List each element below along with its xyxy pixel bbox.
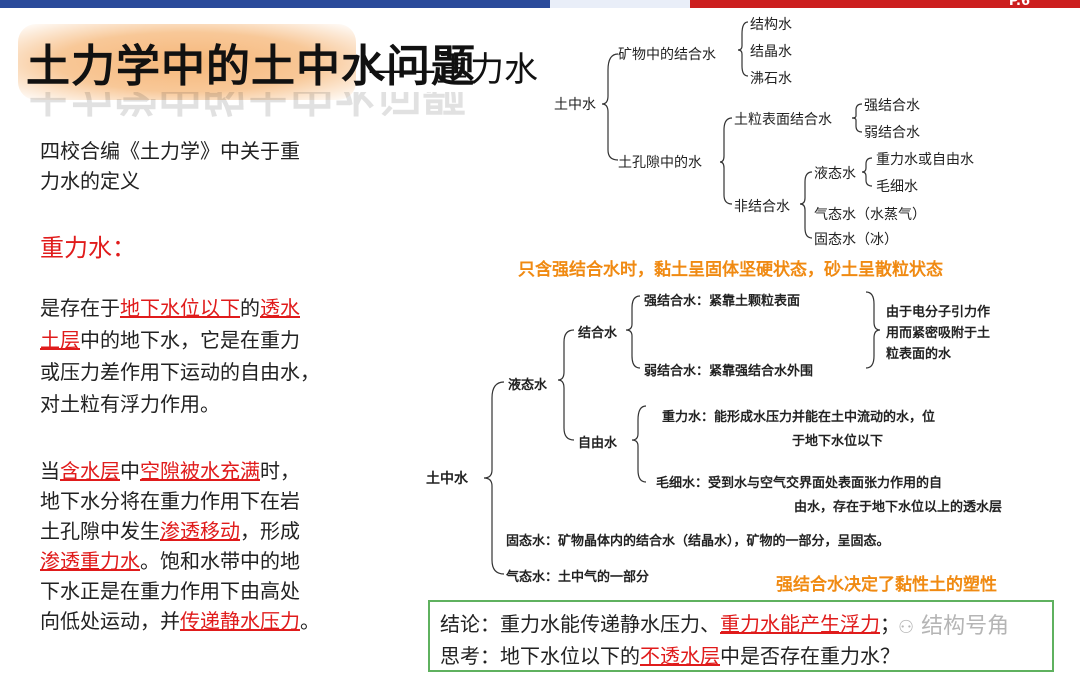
intro-line-2: 力水的定义 xyxy=(40,169,140,193)
p1-line-4: 对土粒有浮力作用。 xyxy=(40,392,220,416)
watermark: ⚇ 结构号角 xyxy=(898,614,1010,639)
top-bar-red xyxy=(690,0,1080,8)
tree1-liquid-item-1: 重力水或自由水 xyxy=(876,152,974,168)
tree1-mineral: 矿物中的结合水 xyxy=(618,47,716,63)
tree1-pore-brace xyxy=(719,117,733,205)
page-subtitle: ——重力水 xyxy=(368,50,538,90)
tree2-free-brace xyxy=(631,405,647,483)
tree2-strong: 强结合水：紧靠土颗粒表面 xyxy=(644,294,801,309)
tree1-gas: 气态水（水蒸气） xyxy=(814,207,926,223)
tree2-gravity: 重力水：能形成水压力并能在土中流动的水，位 于地下水位以下 xyxy=(662,410,936,449)
tree2-bound-note: 由于电分子引力作 用而紧密吸附于土 粒表面的水 xyxy=(886,305,991,362)
top-bar-blue xyxy=(0,0,1080,8)
tree2-bound: 结合水 xyxy=(578,326,618,341)
intro-line-1: 四校合编《土力学》中关于重 xyxy=(40,139,300,163)
intro-text: 四校合编《土力学》中关于重 力水的定义 xyxy=(40,136,300,196)
top-bar-highlight xyxy=(550,0,690,8)
tree1-liquid-item-2: 毛细水 xyxy=(876,179,918,195)
p2-line-6: 向低处运动，并传递静水压力。 xyxy=(40,609,320,633)
thinking-line: 思考：地下水位以下的不透水层中是否存在重力水？ xyxy=(440,644,900,668)
p2-line-5: 下水正是在重力作用下由高处 xyxy=(40,579,300,603)
tree1-nonbound-brace xyxy=(799,171,813,239)
tree1-liquid-brace xyxy=(861,157,873,187)
p2-line-1: 当含水层中空隙被水充满时， xyxy=(40,459,300,483)
orange-note-2: 强结合水决定了黏性土的塑性 xyxy=(776,575,997,595)
tree1-surface-brace xyxy=(851,103,863,133)
tree1-mineral-item-3: 沸石水 xyxy=(750,71,792,87)
tree2-bound-brace xyxy=(625,295,641,369)
tree2-liquid-brace xyxy=(557,329,575,441)
tree1-mineral-item-1: 结构水 xyxy=(750,17,792,33)
tree1-solid: 固态水（冰） xyxy=(814,232,898,248)
definition-paragraph-1: 是存在于地下水位以下的透水 土层中的地下水，它是在重力 或压力差作用下运动的自由… xyxy=(40,292,320,420)
orange-note-1: 只含强结合水时，黏土呈固体坚硬状态，砂土呈散粒状态 xyxy=(518,260,943,280)
p1-line-2: 土层中的地下水，它是在重力 xyxy=(40,328,300,352)
gravity-water-heading: 重力水： xyxy=(40,234,136,262)
tree1-surface-item-2: 弱结合水 xyxy=(864,125,920,141)
tree1-nonbound: 非结合水 xyxy=(734,199,790,215)
p2-line-2: 地下水分将在重力作用下在岩 xyxy=(40,489,300,513)
tree1-surface-item-1: 强结合水 xyxy=(864,98,920,114)
wechat-icon: ⚇ xyxy=(898,617,915,638)
tree2-solid: 固态水：矿物晶体内的结合水（结晶水），矿物的一部分，呈固态。 xyxy=(506,534,890,549)
tree1-surface-bound: 土粒表面结合水 xyxy=(734,112,832,128)
tree2-root: 土中水 xyxy=(426,471,468,487)
definition-paragraph-2: 当含水层中空隙被水充满时， 地下水分将在重力作用下在岩 土孔隙中发生渗透移动，形… xyxy=(40,456,320,636)
tree1-mineral-brace xyxy=(737,21,749,77)
tree2-gas: 气态水：土中气的一部分 xyxy=(506,570,650,585)
tree1-mineral-item-2: 结晶水 xyxy=(750,44,792,60)
p2-line-3: 土孔隙中发生渗透移动，形成 xyxy=(40,519,300,543)
conclusion-line: 结论：重力水能传递静水压力、重力水能产生浮力； xyxy=(440,612,900,636)
conclusion-box: 结论：重力水能传递静水压力、重力水能产生浮力； 思考：地下水位以下的不透水层中是… xyxy=(428,600,1054,672)
tree2-root-brace xyxy=(483,381,505,575)
tree1-root-brace xyxy=(601,53,619,161)
tree2-liquid: 液态水 xyxy=(508,378,548,393)
tree2-bound-note-brace xyxy=(865,291,881,369)
p1-line-1: 是存在于地下水位以下的透水 xyxy=(40,296,300,320)
page-title: 土力学中的土中水问题 xyxy=(26,41,476,92)
tree1-pore: 土孔隙中的水 xyxy=(618,155,702,171)
p1-line-3: 或压力差作用下运动的自由水， xyxy=(40,360,320,384)
tree2-free: 自由水 xyxy=(578,436,618,451)
title-glow xyxy=(18,24,356,100)
p2-line-4: 渗透重力水。饱和水带中的地 xyxy=(40,549,300,573)
tree2-weak: 弱结合水：紧靠强结合水外围 xyxy=(644,364,814,379)
tree1-root: 土中水 xyxy=(554,97,596,113)
tree2-capillary: 毛细水：受到水与空气交界面处表面张力作用的自 由水，存在于地下水位以上的透水层 xyxy=(656,476,1003,515)
tree1-liquid: 液态水 xyxy=(814,166,856,182)
page-number: P.6 xyxy=(1008,0,1030,9)
